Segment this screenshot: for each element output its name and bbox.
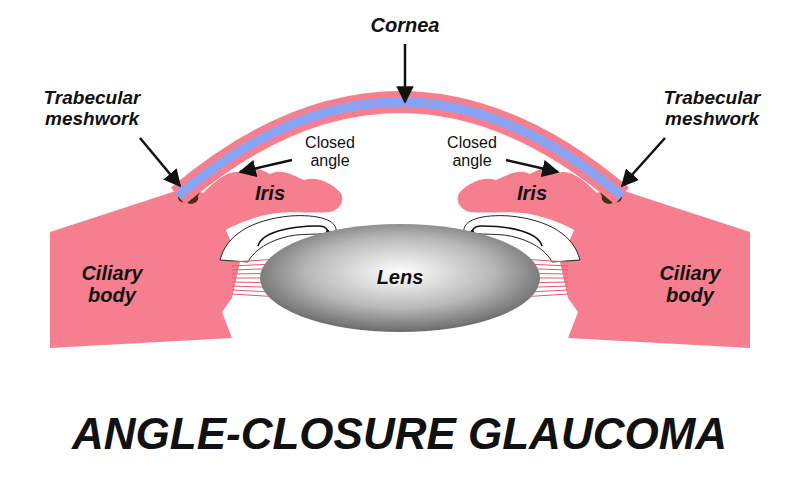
- part-label: Lens: [360, 266, 440, 288]
- part-label: Trabecular meshwork: [637, 88, 787, 130]
- callout-label: Closed angle: [427, 134, 517, 169]
- leader-line: [622, 138, 665, 186]
- leader-line: [506, 160, 558, 172]
- part-label: Cornea: [335, 14, 475, 36]
- diagram-title: ANGLE-CLOSURE GLAUCOMA: [72, 410, 727, 458]
- part-label: Trabecular meshwork: [17, 88, 167, 130]
- callout-label: Closed angle: [285, 134, 375, 169]
- part-label: Iris: [240, 182, 300, 204]
- leader-line: [404, 44, 407, 102]
- cornea: [178, 102, 622, 196]
- leader-line: [140, 138, 180, 186]
- cornea-layer: [178, 102, 622, 196]
- part-label: Iris: [502, 182, 562, 204]
- leader-line: [240, 160, 292, 172]
- lens: [260, 224, 540, 332]
- part-label: Ciliary body: [635, 262, 745, 306]
- part-label: Ciliary body: [57, 262, 167, 306]
